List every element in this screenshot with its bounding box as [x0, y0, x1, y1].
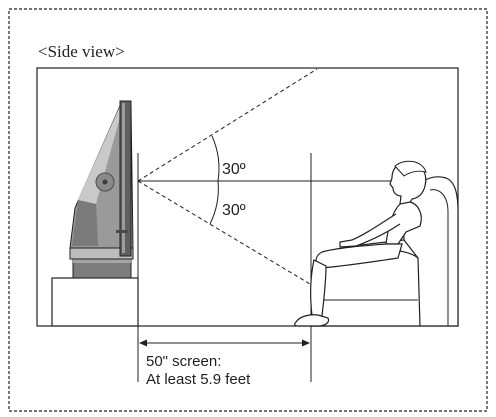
tv-stand-icon [51, 277, 139, 327]
upper-angle-arc [211, 135, 220, 182]
upper-angle-label: 30º [222, 161, 246, 178]
projection-tv-icon [69, 100, 134, 279]
seated-viewer-icon [294, 160, 427, 327]
distance-arrow-left-head [139, 339, 147, 347]
distance-note-line2: At least 5.9 feet [146, 371, 251, 388]
diagram-title: <Side view> [38, 42, 125, 61]
lower-angle-line [137, 180, 321, 291]
lower-angle-label: 30º [222, 202, 246, 219]
upper-angle-line [137, 68, 318, 182]
lower-angle-arc [209, 180, 219, 225]
distance-arrow-right-head [302, 339, 310, 347]
room-box [36, 67, 459, 327]
distance-note-line1: 50" screen: [146, 353, 221, 370]
